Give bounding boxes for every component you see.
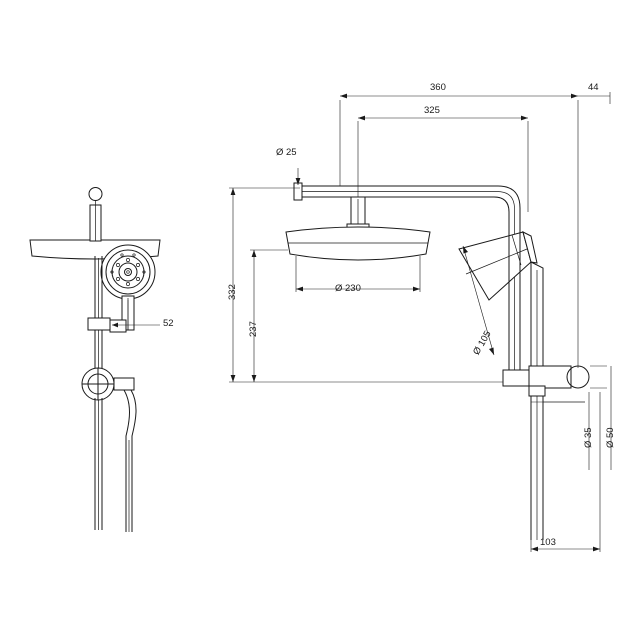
dim-label-d230: Ø 230 [335, 283, 361, 294]
front-view-group [29, 187, 161, 532]
front-handshower-ring2 [118, 262, 138, 282]
dim-d105-line [462, 245, 495, 356]
arrow-52-left [112, 322, 118, 328]
front-handshower-outer [100, 244, 156, 300]
dim-label-332: 332 [227, 284, 238, 300]
dim-label-237: 237 [248, 321, 259, 337]
front-hose [123, 389, 130, 532]
dim-label-360: 360 [430, 82, 446, 93]
dim-label-44: 44 [588, 82, 599, 93]
front-mixer-outlet [113, 377, 135, 391]
side-handshower-edge [522, 231, 538, 264]
dim-label-103: 103 [540, 537, 556, 548]
dim-label-d25: Ø 25 [276, 147, 297, 158]
front-handshower-jets [110, 253, 146, 286]
side-view-group [229, 92, 612, 552]
front-handshower-face [105, 249, 151, 295]
front-inlet-cap [88, 187, 103, 201]
overhead-rose [285, 226, 431, 261]
dim-label-52: 52 [163, 318, 174, 329]
dim-label-d35: Ø 35 [583, 427, 594, 448]
dim-label-325: 325 [424, 105, 440, 116]
arm-wall-inlet [293, 182, 303, 201]
front-handshower-hub [124, 268, 132, 276]
side-hose-collar [528, 385, 546, 397]
dim-label-d50: Ø 50 [605, 427, 616, 448]
side-wall-bracket [528, 365, 572, 389]
side-mixer-block [502, 369, 530, 387]
side-bracket-cap [566, 365, 590, 389]
front-rail-slider [87, 317, 111, 331]
front-handshower-ring1 [111, 255, 145, 289]
